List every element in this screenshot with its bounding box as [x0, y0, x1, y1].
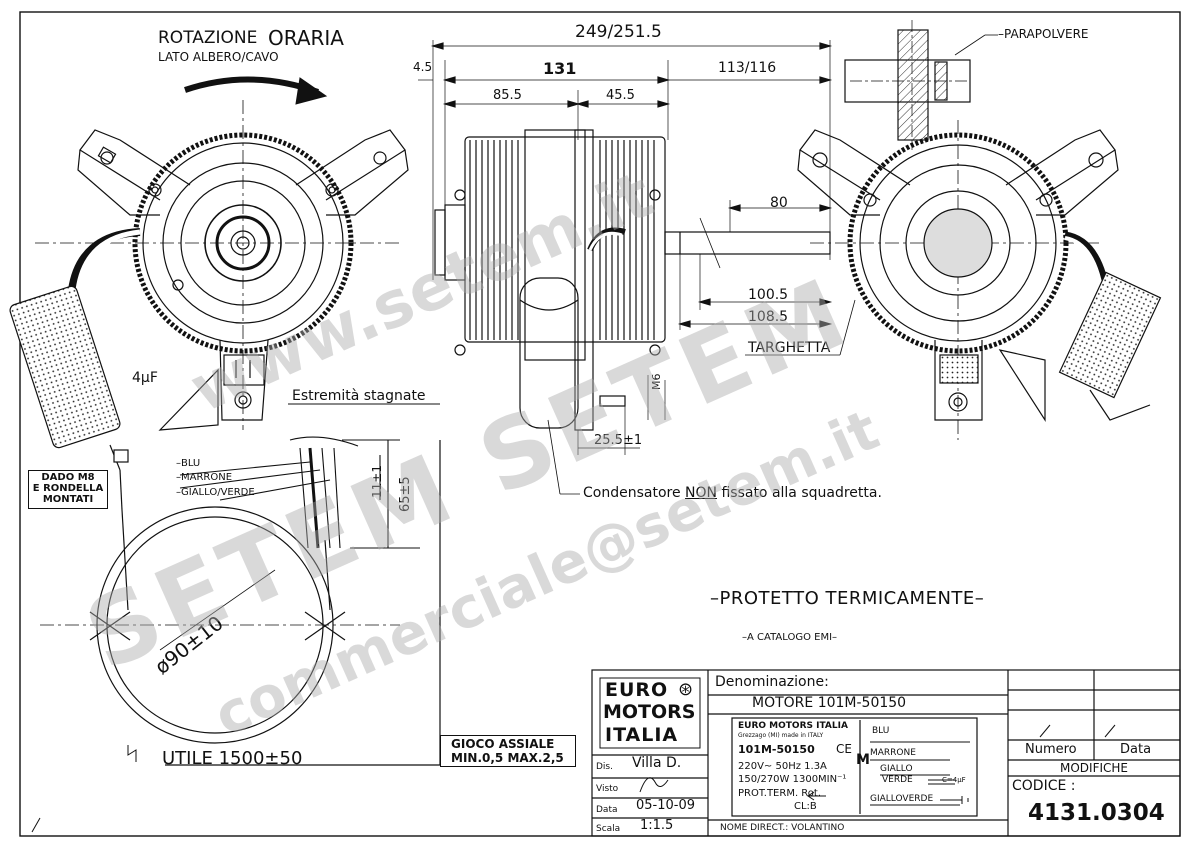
wire-label-blu: –BLU: [176, 458, 201, 469]
np-line-4: CL:B: [794, 801, 817, 812]
dim-25-5: 25.5±1: [594, 433, 643, 448]
cable-coil: [40, 440, 441, 766]
dado-box: DADO M8 E RONDELLA MONTATI: [28, 470, 108, 509]
utile-break-mark: [127, 745, 137, 762]
data-value: 05-10-09: [636, 798, 696, 813]
wire-marrone-text: MARRONE: [181, 472, 233, 483]
np-wire-giallo: GIALLO: [880, 764, 913, 774]
logo-box: [599, 677, 701, 749]
modifiche-label: MODIFICHE: [1060, 761, 1129, 775]
np-line-2: 150/270W 1300MIN⁻¹: [738, 774, 847, 785]
front-bracket: [158, 368, 219, 431]
visto-label: Visto: [596, 784, 619, 794]
capacitor-right: [1058, 271, 1162, 421]
np-motor-symbol: M: [856, 752, 870, 768]
dim-113: 113/116: [718, 60, 777, 76]
col-data: Data: [1120, 742, 1152, 757]
wire-ends: [179, 403, 440, 549]
logo-line-3: ITALIA: [605, 724, 679, 746]
dado-line-1: DADO M8: [41, 472, 95, 483]
np-ce: CE: [836, 742, 852, 756]
dim-utile: UTILE 1500±50: [162, 748, 303, 769]
np-cap: C=4µF: [942, 776, 966, 784]
condensatore-note: Condensatore NON fissato alla squadretta…: [583, 485, 882, 501]
side-view-motor: [418, 40, 856, 495]
dim-85-5: 85.5: [493, 88, 522, 103]
dim-131: 131: [543, 59, 577, 78]
dim-108-5: 108.5: [748, 309, 789, 325]
parapolvere-text: PARAPOLVERE: [1004, 27, 1089, 41]
logo-fan-icon: ⊛: [678, 679, 694, 700]
gioco-line-2: MIN.0,5 MAX.2,5: [451, 751, 564, 765]
gioco-box: GIOCO ASSIALE MIN.0,5 MAX.2,5: [440, 735, 576, 767]
rotation-subtitle: LATO ALBERO/CAVO: [158, 50, 279, 64]
logo-line-2: MOTORS: [603, 701, 696, 723]
np-model: 101M-50150: [738, 743, 815, 756]
logo-line-1: EURO: [605, 679, 669, 701]
wire-blu-text: BLU: [181, 458, 201, 469]
dim-4-5: 4.5: [413, 60, 433, 74]
dim-100-5: 100.5: [748, 287, 789, 303]
wire-label-marrone: –MARRONE: [176, 472, 233, 483]
np-wire-verde: VERDE: [882, 775, 913, 785]
dim-overall: 249/251.5: [575, 22, 662, 42]
dado-line-2: E RONDELLA: [32, 483, 104, 494]
label-parapolvere: –PARAPOLVERE: [998, 27, 1089, 41]
dis-label: Dis.: [596, 762, 613, 772]
np-maker: EURO MOTORS ITALIA: [738, 721, 848, 731]
rotation-arrow: [184, 76, 328, 105]
rotation-title-b: ORARIA: [268, 26, 344, 50]
label-targhetta: TARGHETTA: [748, 340, 831, 356]
condensatore-b: fissato alla squadretta.: [721, 485, 882, 501]
dim-80: 80: [770, 195, 788, 211]
np-line-1: 220V~ 50Hz 1.3A: [738, 761, 827, 772]
rear-view-motor: [797, 120, 1119, 440]
front-view-motor: [35, 100, 409, 430]
catalogo-label: –A CATALOGO EMI–: [742, 632, 838, 643]
scala-value: 1:1.5: [640, 818, 674, 833]
col-numero: Numero: [1025, 742, 1077, 757]
data-label: Data: [596, 805, 618, 815]
protetto-label: –PROTETTO TERMICAMENTE–: [710, 588, 985, 609]
np-wire-marrone: MARRONE: [870, 748, 916, 758]
capacitor-left: [9, 285, 129, 471]
np-maker-sub: Grezzago (MI) made in ITALY: [738, 732, 824, 739]
gioco-line-1: GIOCO ASSIALE: [451, 737, 555, 751]
title-block-grid: [591, 669, 1181, 837]
corner-mark: [31, 817, 41, 833]
nome-direct: NOME DIRECT.: VOLANTINO: [720, 823, 845, 833]
label-capacitor: 4µF: [132, 370, 158, 386]
label-estremita: Estremità stagnate: [292, 388, 426, 404]
dim-45-5: 45.5: [606, 88, 635, 103]
visto-signature: [639, 777, 669, 793]
np-line-3: PROT.TERM. Rot.: [738, 788, 822, 799]
parapolvere-detail: [844, 20, 998, 150]
catalogo-text: A CATALOGO EMI: [747, 632, 833, 643]
protetto-text: PROTETTO TERMICAMENTE: [719, 588, 975, 609]
denominazione-value: MOTORE 101M-50150: [752, 695, 907, 711]
rotation-title-a: ROTAZIONE: [158, 28, 258, 48]
dado-line-3: MONTATI: [42, 494, 94, 505]
denominazione-label: Denominazione:: [715, 674, 829, 690]
np-wire-blu: BLU: [872, 726, 890, 736]
wire-label-gialloverde: –GIALLO/VERDE: [176, 487, 255, 498]
codice-label: CODICE :: [1012, 778, 1076, 794]
scala-label: Scala: [596, 824, 621, 834]
dis-value: Villa D.: [632, 755, 682, 771]
np-wire-gialloverde: GIALLOVERDE: [870, 794, 934, 804]
condensatore-non: NON: [685, 485, 717, 501]
wire-gialloverde-text: GIALLO/VERDE: [181, 487, 255, 498]
nameplate-symbols: [807, 741, 970, 806]
condensatore-a: Condensatore: [583, 485, 681, 501]
codice-value: 4131.0304: [1028, 800, 1165, 826]
